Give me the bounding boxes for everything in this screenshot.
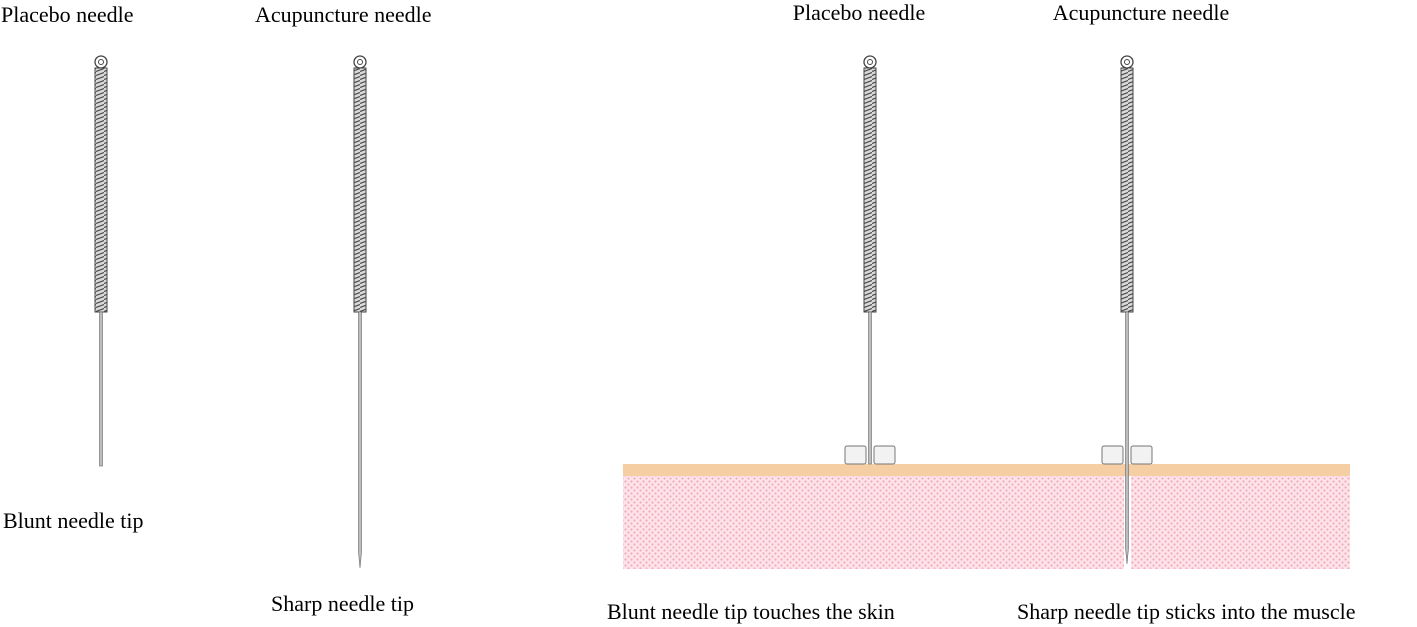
acupuncture-needle-right	[1101, 55, 1153, 569]
label-acupuncture-needle-left: Acupuncture needle	[255, 2, 432, 27]
placebo-needle-left	[94, 55, 108, 467]
needle-shaft	[358, 311, 362, 569]
needle-holder-left	[1101, 445, 1124, 465]
needle-loop-icon	[94, 55, 108, 69]
needle-loop-icon	[353, 55, 367, 69]
needle-shaft	[1125, 311, 1129, 565]
needle-holder-left	[844, 445, 867, 465]
needle-holder-right	[873, 445, 896, 465]
label-acupuncture-needle-right: Acupuncture needle	[1052, 0, 1230, 25]
acupuncture-needle-left	[353, 55, 367, 569]
needle-handle	[1120, 67, 1134, 313]
needle-loop-icon	[863, 55, 877, 69]
label-blunt-needle-tip: Blunt needle tip	[3, 508, 144, 533]
needle-holder-right	[1130, 445, 1153, 465]
label-placebo-needle-left: Placebo needle	[1, 2, 134, 27]
skin-layer	[623, 464, 1350, 476]
label-placebo-needle-right: Placebo needle	[792, 0, 926, 25]
placebo-needle-right	[844, 55, 896, 465]
needle-handle	[863, 67, 877, 313]
label-sharp-needle-tip: Sharp needle tip	[271, 591, 414, 616]
needle-handle	[94, 67, 108, 313]
muscle-layer	[623, 476, 1350, 569]
needle-loop-icon	[1120, 55, 1134, 69]
needle-handle	[353, 67, 367, 313]
needle-shaft	[868, 311, 872, 465]
label-sharp-sticks-muscle: Sharp needle tip sticks into the muscle	[1017, 599, 1356, 624]
label-blunt-touches-skin: Blunt needle tip touches the skin	[607, 599, 895, 624]
needle-shaft	[99, 311, 103, 467]
